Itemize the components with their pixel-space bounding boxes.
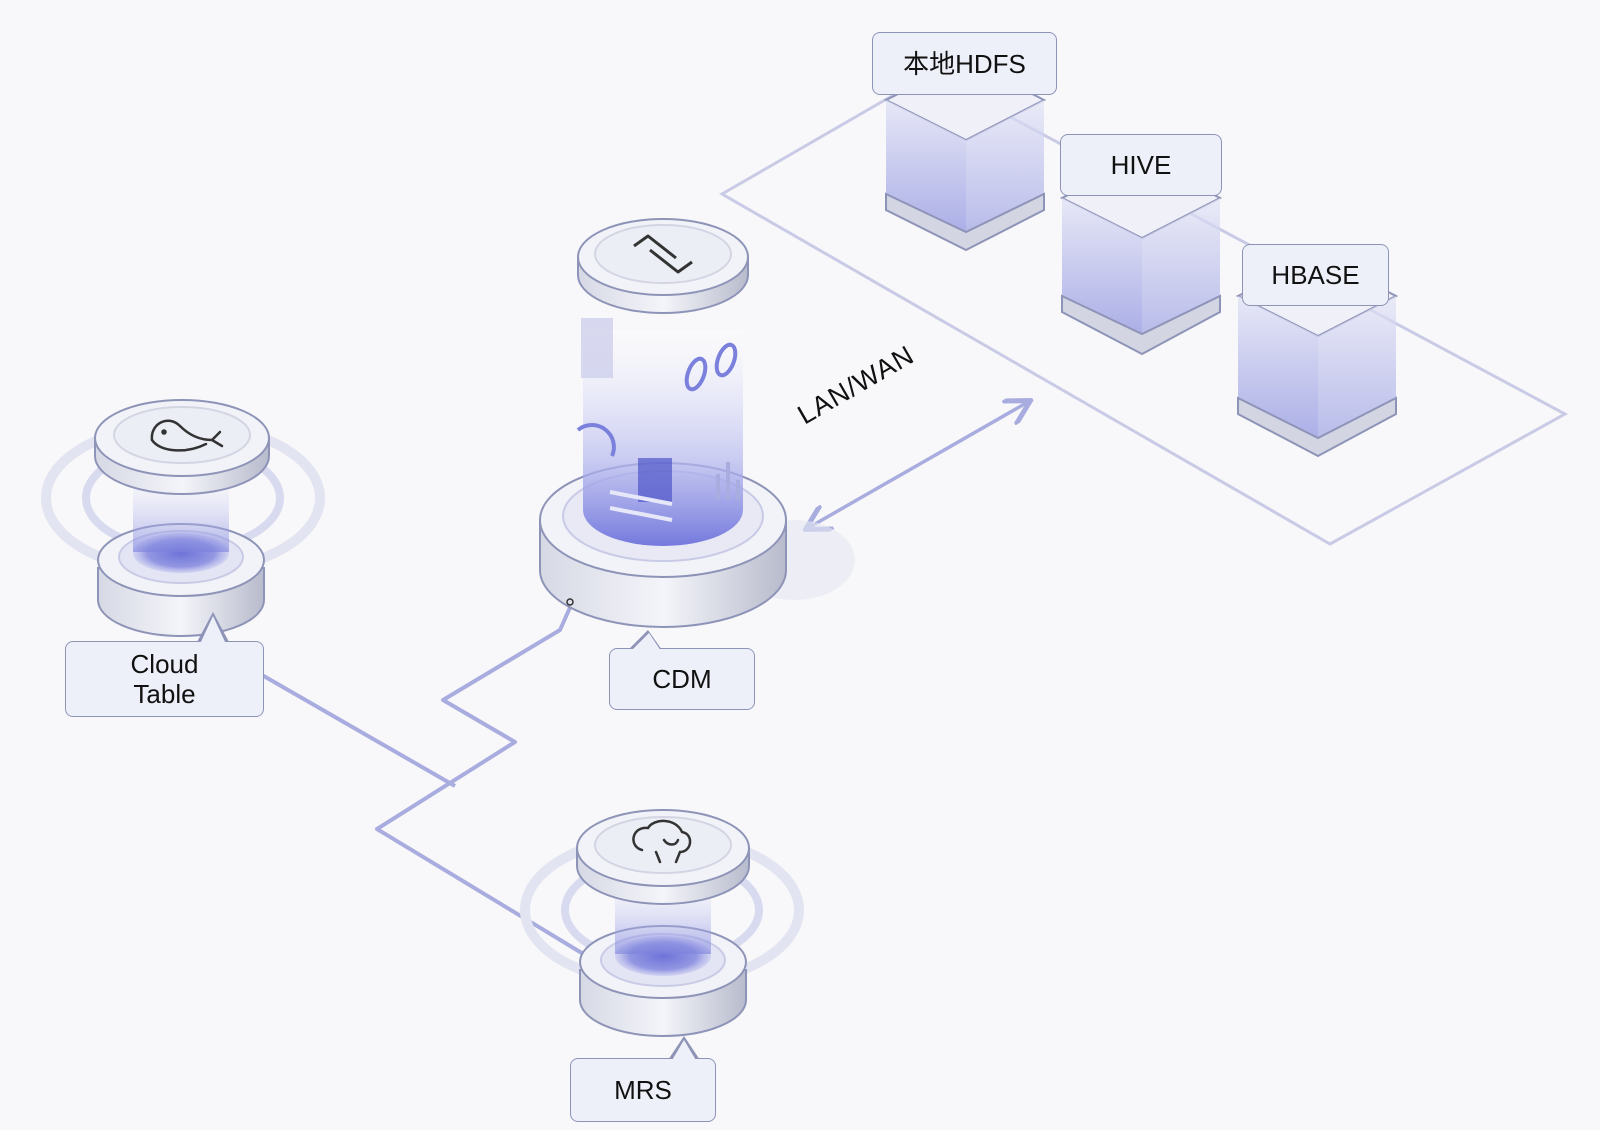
hive-label: HIVE	[1060, 134, 1222, 196]
cdm-node	[539, 218, 855, 628]
elephant-icon	[632, 819, 692, 864]
mrs-label: MRS	[570, 1058, 716, 1122]
mrs-node	[520, 809, 804, 1037]
transfer-slash-icon	[633, 234, 693, 274]
datastore-platform	[718, 72, 1569, 546]
cloudtable-label-tail-fill	[200, 616, 226, 644]
whale-icon	[150, 419, 224, 452]
cloudtable-label: Cloud Table	[65, 641, 264, 717]
cdm-label: CDM	[609, 648, 755, 710]
mrs-label-tail-fill	[671, 1040, 697, 1062]
cdm-label-tail-fill	[631, 633, 661, 651]
hbase-label: HBASE	[1242, 244, 1389, 306]
hdfs-label: 本地HDFS	[872, 32, 1057, 95]
cloudtable-node	[41, 399, 325, 637]
hdfs-server	[883, 58, 1047, 252]
cloudtable-connection-line	[261, 673, 456, 788]
mrs-connection-line	[375, 602, 592, 960]
lan-wan-arrow	[808, 402, 1028, 528]
